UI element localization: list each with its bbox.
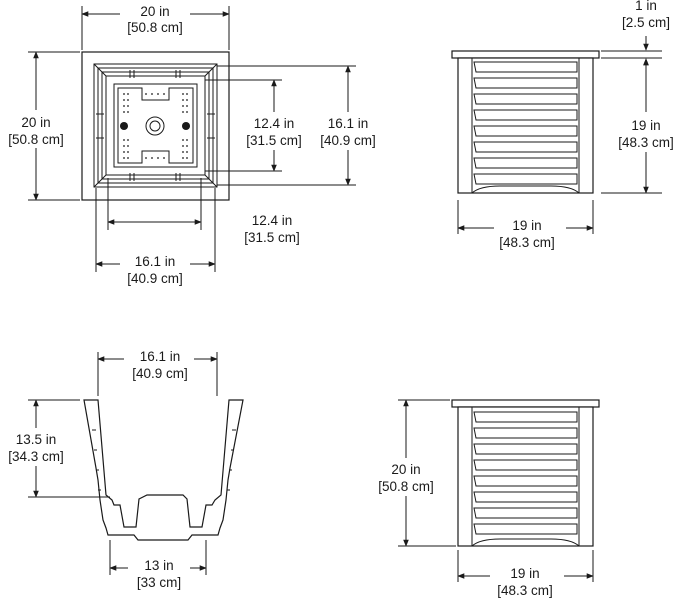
rim xyxy=(451,50,600,59)
rim xyxy=(451,399,600,408)
dim-label-cm: [48.3 cm] xyxy=(499,235,555,250)
dim-label-in: 13 in xyxy=(144,558,173,573)
dim-label-in: 19 in xyxy=(512,218,541,233)
dim-label-cm: [31.5 cm] xyxy=(244,230,300,245)
dim-label-cm: [48.3 cm] xyxy=(618,135,674,150)
dim-top-inner-width-a: 12.4 in [31.5 cm] xyxy=(107,178,300,245)
dim-label-cm: [2.5 cm] xyxy=(622,15,670,30)
dim-section-depth: 13.5 in [34.3 cm] xyxy=(0,399,110,498)
dim-section-bottom-width: 13 in [33 cm] xyxy=(109,540,207,592)
side-view-lower: 20 in [50.8 cm] 19 in [48.3 cm] xyxy=(370,399,600,600)
side-view-upper: 1 in [2.5 cm] 19 in [48.3 cm] 19 in [48.… xyxy=(451,0,679,252)
dim-top-inner-height-b: 16.1 in [40.9 cm] xyxy=(217,65,384,186)
drain-dots xyxy=(123,93,188,159)
dim-label-cm: [40.9 cm] xyxy=(132,366,188,381)
dim-label-in: 12.4 in xyxy=(254,116,295,131)
louver-slats xyxy=(473,61,578,185)
dim-label-in: 13.5 in xyxy=(16,432,57,447)
dim-label-cm: [50.8 cm] xyxy=(8,132,64,147)
dim-top-outer-height: 20 in [50.8 cm] xyxy=(0,51,80,201)
peg-left-icon xyxy=(120,122,128,130)
dim-side-upper-width: 19 in [48.3 cm] xyxy=(457,200,594,252)
dim-top-inner-width-b: 16.1 in [40.9 cm] xyxy=(95,188,216,288)
reservoir-section-profile xyxy=(83,399,244,541)
dim-rim-height: 1 in [2.5 cm] xyxy=(601,0,670,73)
dim-label-in: 16.1 in xyxy=(135,254,176,269)
dim-label-in: 20 in xyxy=(21,115,50,130)
dim-top-inner-height-a: 12.4 in [31.5 cm] xyxy=(205,79,308,172)
dim-label-cm: [34.3 cm] xyxy=(8,449,64,464)
top-view-reservoir xyxy=(93,63,218,188)
peg-right-icon xyxy=(182,122,190,130)
dim-label-cm: [31.5 cm] xyxy=(246,133,302,148)
dim-label-cm: [50.8 cm] xyxy=(378,479,434,494)
dim-label-in: 20 in xyxy=(391,462,420,477)
dim-section-top-width: 16.1 in [40.9 cm] xyxy=(97,346,218,396)
dim-label-cm: [48.3 cm] xyxy=(497,583,553,598)
dim-label-in: 16.1 in xyxy=(140,349,181,364)
top-view: 20 in [50.8 cm] 20 in [50.8 cm] 12.4 in … xyxy=(0,4,384,288)
dim-label-in: 16.1 in xyxy=(328,116,369,131)
dim-label-in: 1 in xyxy=(635,0,657,13)
section-view: 16.1 in [40.9 cm] 13.5 in [34.3 cm] 13 i… xyxy=(0,346,244,592)
dim-label-cm: [40.9 cm] xyxy=(127,271,183,286)
dim-side-lower-height: 20 in [50.8 cm] xyxy=(370,399,456,547)
dim-side-lower-width: 19 in [48.3 cm] xyxy=(457,550,594,600)
dim-label-in: 12.4 in xyxy=(252,213,293,228)
dim-top-outer-width: 20 in [50.8 cm] xyxy=(81,4,230,50)
dim-label-in: 19 in xyxy=(631,118,660,133)
dim-label-cm: [33 cm] xyxy=(137,575,181,590)
dim-label-in: 20 in xyxy=(140,4,169,19)
dim-side-upper-height: 19 in [48.3 cm] xyxy=(601,58,679,194)
dim-label-in: 19 in xyxy=(510,566,539,581)
dim-label-cm: [50.8 cm] xyxy=(127,20,183,35)
louver-slats xyxy=(473,411,578,535)
drain-icon xyxy=(145,116,165,136)
dim-label-cm: [40.9 cm] xyxy=(320,133,376,148)
